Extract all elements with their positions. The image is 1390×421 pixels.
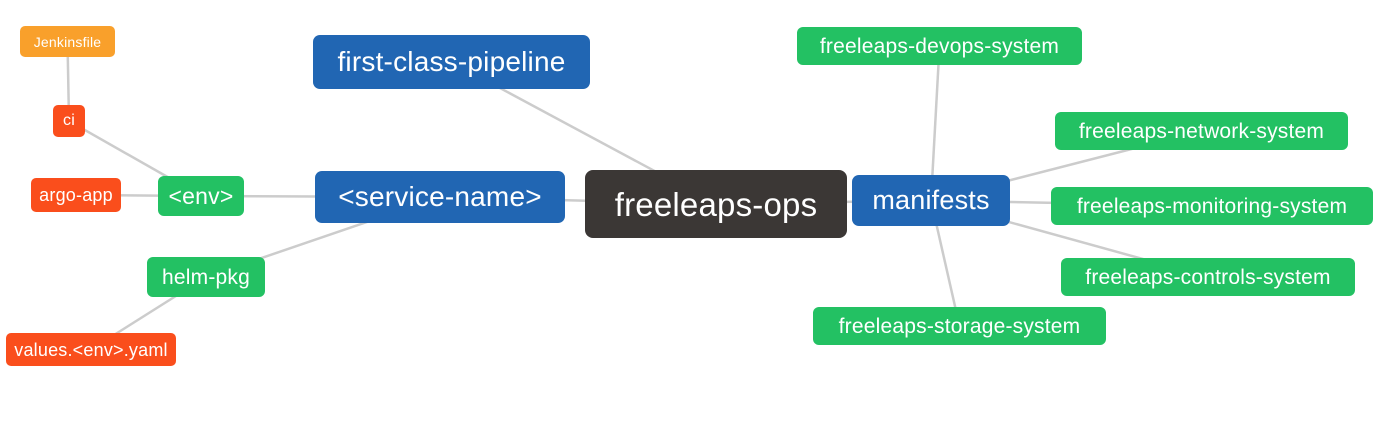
node-service-name[interactable]: <service-name> [315,171,565,223]
node-freeleaps-devops-system[interactable]: freeleaps-devops-system [797,27,1082,65]
node-manifests[interactable]: manifests [852,175,1010,226]
node-freeleaps-storage-system[interactable]: freeleaps-storage-system [813,307,1106,345]
node-freeleaps-ops[interactable]: freeleaps-ops [585,170,847,238]
node-helm-pkg[interactable]: helm-pkg [147,257,265,297]
node-freeleaps-network-system[interactable]: freeleaps-network-system [1055,112,1348,150]
node-freeleaps-monitoring-system[interactable]: freeleaps-monitoring-system [1051,187,1373,225]
node-freeleaps-controls-system[interactable]: freeleaps-controls-system [1061,258,1355,296]
node-jenkinsfile[interactable]: Jenkinsfile [20,26,115,57]
node-first-class-pipeline[interactable]: first-class-pipeline [313,35,590,89]
node-ci[interactable]: ci [53,105,85,137]
edge-manifests--freeleaps-devops-system [929,45,941,201]
node-env[interactable]: <env> [158,176,244,216]
node-values-env-yaml[interactable]: values.<env>.yaml [6,333,176,366]
node-argo-app[interactable]: argo-app [31,178,121,212]
